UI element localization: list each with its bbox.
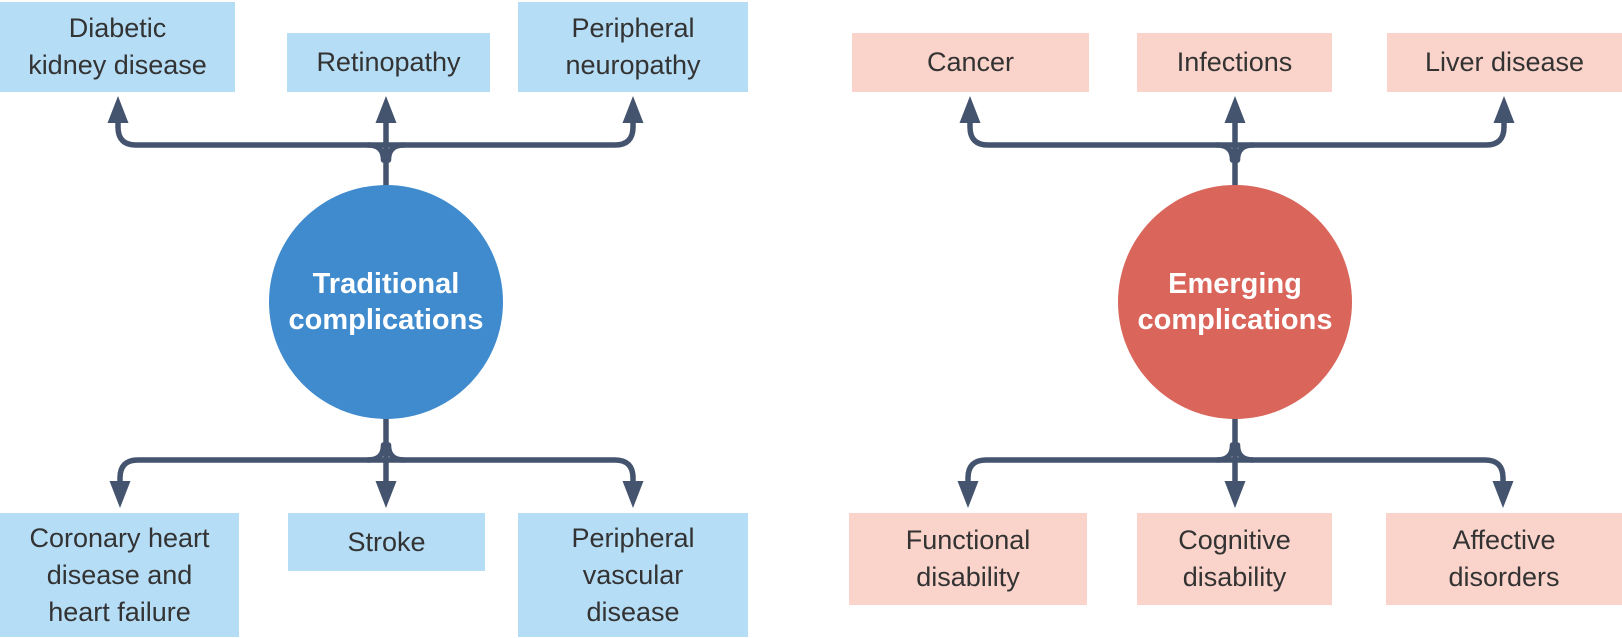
arrowhead-up-icon bbox=[959, 96, 981, 123]
emerging-complications-circle: Emerging complications bbox=[1118, 185, 1352, 419]
arrowhead-up-icon bbox=[107, 96, 129, 123]
arrowhead-down-icon bbox=[957, 481, 979, 508]
box-infections: Infections bbox=[1137, 33, 1332, 92]
box-cancer: Cancer bbox=[852, 33, 1089, 92]
box-coronary-heart-disease-and-heart-failure: Coronary heart disease and heart failure bbox=[0, 513, 239, 637]
arrowhead-down-icon bbox=[375, 481, 397, 508]
traditional-top-branch-arrows bbox=[107, 96, 644, 189]
arrowhead-up-icon bbox=[1493, 96, 1515, 123]
arrowhead-down-icon bbox=[622, 481, 644, 508]
box-peripheral-vascular-disease: Peripheral vascular disease bbox=[518, 513, 748, 637]
arrowhead-up-icon bbox=[1224, 96, 1246, 123]
arrowhead-up-icon bbox=[622, 96, 644, 123]
box-diabetic-kidney-disease: Diabetic kidney disease bbox=[0, 2, 235, 92]
box-peripheral-neuropathy: Peripheral neuropathy bbox=[518, 2, 748, 92]
box-retinopathy: Retinopathy bbox=[287, 33, 490, 92]
arrowhead-down-icon bbox=[109, 481, 131, 508]
box-stroke: Stroke bbox=[288, 513, 485, 571]
box-functional-disability: Functional disability bbox=[849, 513, 1087, 605]
arrowhead-down-icon bbox=[1492, 481, 1514, 508]
box-cognitive-disability: Cognitive disability bbox=[1137, 513, 1332, 605]
box-affective-disorders: Affective disorders bbox=[1386, 513, 1622, 605]
emerging-top-branch-arrows bbox=[959, 96, 1515, 189]
traditional-bottom-branch-arrows bbox=[109, 416, 644, 508]
arrowhead-down-icon bbox=[1224, 481, 1246, 508]
box-liver-disease: Liver disease bbox=[1387, 33, 1622, 92]
arrowhead-up-icon bbox=[375, 96, 397, 123]
emerging-bottom-branch-arrows bbox=[957, 416, 1514, 508]
traditional-complications-circle: Traditional complications bbox=[269, 185, 503, 419]
